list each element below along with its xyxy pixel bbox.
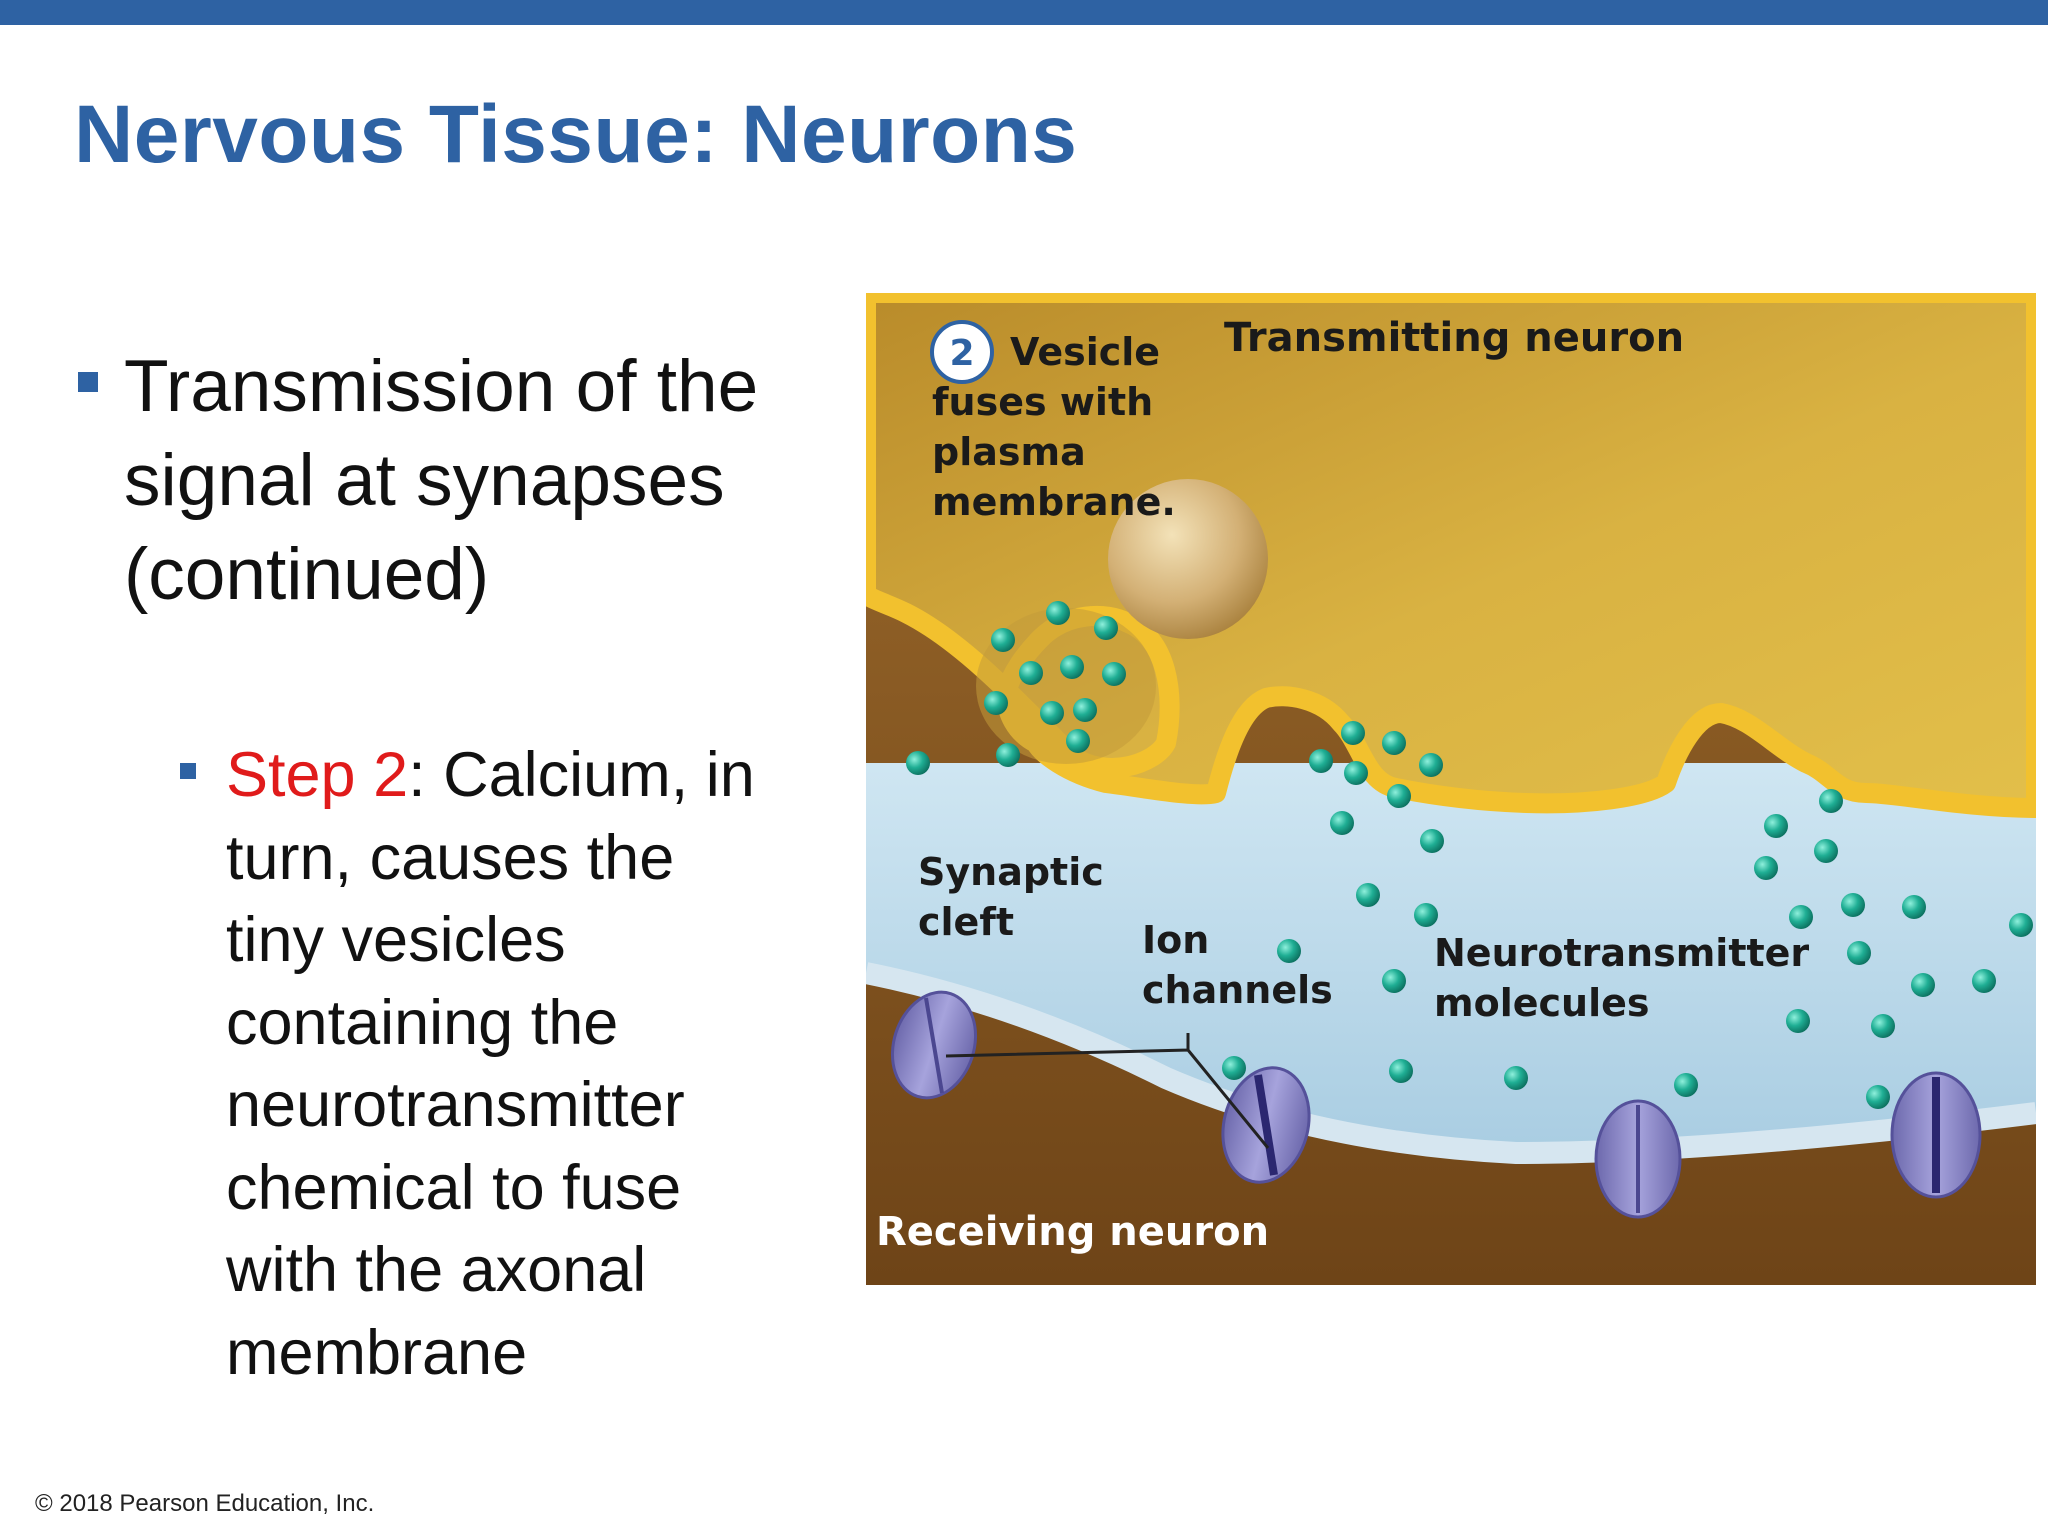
neurotransmitter-molecule [1789, 905, 1813, 929]
neurotransmitter-molecule [2009, 913, 2033, 937]
step-caption-line: fuses with [932, 380, 1153, 424]
neurotransmitter-molecule [906, 751, 930, 775]
neurotransmitter-molecule [1389, 1059, 1413, 1083]
sub-bullet-marker [180, 763, 196, 779]
neurotransmitter-molecule [1309, 749, 1333, 773]
neurotransmitter-molecule [1341, 721, 1365, 745]
neurotransmitter-molecule [1786, 1009, 1810, 1033]
step-badge: 2 [930, 320, 994, 384]
neurotransmitter-molecule [1387, 784, 1411, 808]
neurotransmitter-molecule [1972, 969, 1996, 993]
synaptic-cleft-label-line: Synaptic [918, 850, 1104, 894]
neurotransmitter-molecule [1222, 1056, 1246, 1080]
neurotransmitter-molecule [991, 628, 1015, 652]
step-description: : Calcium, in turn, causes the tiny vesi… [226, 740, 755, 1388]
receiving-neuron-label: Receiving neuron [876, 1209, 1269, 1255]
step-caption-line: plasma [932, 430, 1086, 474]
neurotransmitter-molecule [1019, 661, 1043, 685]
step-caption-line: membrane. [932, 480, 1176, 524]
neurotransmitter-molecule [1419, 753, 1443, 777]
step-caption-line: Vesicle [1010, 330, 1160, 374]
neurotransmitter-molecule [1382, 731, 1406, 755]
neurotransmitter-molecule [1356, 883, 1380, 907]
neurotransmitter-molecule [1764, 814, 1788, 838]
neurotransmitter-molecule [1504, 1066, 1528, 1090]
transmitting-neuron-label: Transmitting neuron [1224, 315, 1684, 361]
neurotransmitter-molecule [1819, 789, 1843, 813]
sub-bullet-text: Step 2: Calcium, in turn, causes the tin… [226, 734, 760, 1394]
neurotransmitter-molecule [1060, 655, 1084, 679]
step-label: Step 2 [226, 740, 409, 810]
neurotransmitter-molecule [1866, 1085, 1890, 1109]
neurotransmitter-molecule [1344, 761, 1368, 785]
vesicle-sphere [1108, 479, 1268, 639]
synapse-illustration: 2 Vesicle fuses with plasma membrane. Tr… [866, 293, 2036, 1285]
neurotransmitter-molecule [984, 691, 1008, 715]
ion-channel [1221, 1066, 1311, 1184]
ion-channel [890, 990, 978, 1100]
main-bullet-text: Transmission of the signal at synapses (… [124, 346, 759, 615]
fusing-vesicle [976, 608, 1156, 764]
neurotransmitter-molecule [1040, 701, 1064, 725]
neurotransmitter-molecule [1094, 616, 1118, 640]
neurotransmitter-molecule [1841, 893, 1865, 917]
neurotransmitter-molecule [1902, 895, 1926, 919]
neurotransmitter-molecule [1046, 601, 1070, 625]
ion-channel [1890, 1071, 1982, 1199]
ion-channels-label-line: Ion [1142, 918, 1209, 962]
ion-channel-pointer [945, 1033, 1270, 1149]
ion-channel [1594, 1099, 1682, 1219]
ion-channels-label-line: channels [1142, 968, 1333, 1012]
bullet-marker [78, 372, 98, 392]
neurotransmitter-molecule [1414, 903, 1438, 927]
neurotransmitter-molecule [1102, 662, 1126, 686]
transmitting-neuron-area [866, 293, 2036, 818]
synaptic-cleft-label-line: cleft [918, 900, 1014, 944]
slide-title: Nervous Tissue: Neurons [74, 89, 1078, 180]
top-accent-bar [0, 0, 2048, 25]
synaptic-cleft-area [866, 763, 2036, 1153]
neurotransmitter-molecule [1754, 856, 1778, 880]
neurotransmitter-molecule [1814, 839, 1838, 863]
synapse-figure: 2 Vesicle fuses with plasma membrane. Tr… [866, 293, 2036, 1285]
neurotransmitter-molecule [1420, 829, 1444, 853]
receiving-membrane [866, 962, 2036, 1165]
main-bullet: Transmission of the signal at synapses (… [78, 340, 768, 622]
neurotransmitter-molecule [1871, 1014, 1895, 1038]
sub-bullet: Step 2: Calcium, in turn, causes the tin… [180, 734, 760, 1394]
step-number: 2 [949, 333, 974, 374]
neurotransmitter-molecule [1066, 729, 1090, 753]
neurotransmitter-molecule [996, 743, 1020, 767]
neurotransmitter-molecule [1911, 973, 1935, 997]
neurotransmitter-molecule [1277, 939, 1301, 963]
neurotransmitter-label-line: Neurotransmitter [1434, 931, 1809, 975]
neurotransmitter-molecules [906, 601, 2033, 1109]
neurotransmitter-label-line: molecules [1434, 981, 1650, 1025]
neurotransmitter-molecule [1847, 941, 1871, 965]
copyright-notice: © 2018 Pearson Education, Inc. [35, 1490, 375, 1517]
neurotransmitter-molecule [1382, 969, 1406, 993]
neurotransmitter-molecule [1330, 811, 1354, 835]
neurotransmitter-molecule [1674, 1073, 1698, 1097]
neurotransmitter-molecule [1073, 698, 1097, 722]
